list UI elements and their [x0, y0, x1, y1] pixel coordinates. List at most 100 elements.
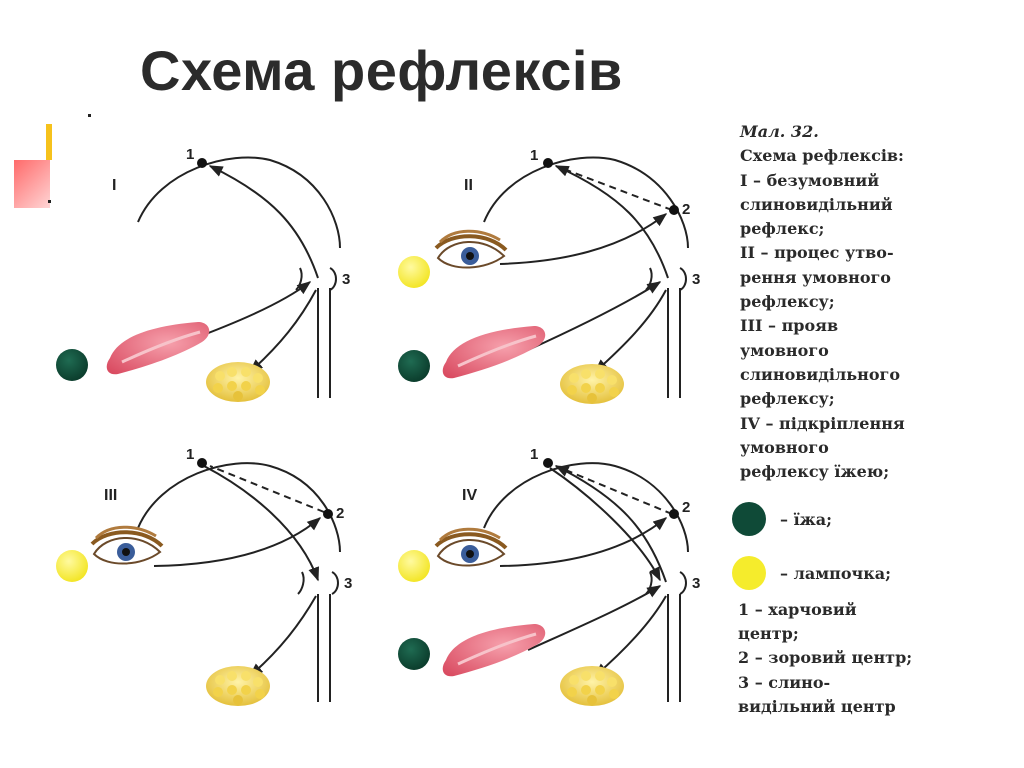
spinal-cord: [317, 288, 331, 398]
slide-accent-bar: [46, 124, 52, 160]
bracket: [297, 571, 305, 595]
efferent-nerve: [248, 595, 317, 677]
caption-line: II – процес утво-: [740, 243, 894, 263]
definition-line: 1 – харчовий: [738, 600, 857, 619]
eye-icon: [90, 525, 164, 566]
node-label-3: 3: [342, 271, 350, 288]
salivary-gland-icon: [560, 666, 624, 706]
brain-arc: [137, 462, 341, 553]
salivary-gland-icon: [206, 666, 270, 706]
panel-IV: IV 1 2 3: [398, 446, 700, 706]
temporary-connection: [555, 165, 673, 211]
node-label-3: 3: [692, 575, 700, 592]
optic-nerve: [499, 517, 668, 567]
visual-center-node: [323, 509, 333, 519]
panel-label-II: II: [464, 177, 473, 194]
visual-center-node: [669, 205, 679, 215]
food-center-efferent: [203, 465, 319, 582]
eye-icon: [434, 229, 508, 270]
caption-line: Схема рефлексів:: [740, 146, 904, 166]
caption-line: рефлексу;: [740, 292, 835, 312]
center-definitions: 1 – харчовий центр; 2 – зоровий центр; 3…: [738, 598, 912, 719]
caption-line: умовного: [740, 437, 829, 457]
efferent-nerve: [248, 289, 317, 373]
caption-line: слиновидільного: [740, 364, 900, 384]
slide-accent-block: [14, 160, 50, 208]
food-icon: [398, 638, 430, 670]
tongue-icon: [105, 320, 211, 376]
bracket: [331, 571, 339, 595]
caption-line: рення умовного: [740, 267, 891, 287]
efferent-nerve: [593, 595, 667, 677]
page-title: Схема рефлексів: [140, 39, 623, 102]
legend-food-label: – їжа;: [780, 509, 833, 529]
panel-III: III 1 2 3: [56, 446, 352, 706]
node-label-2: 2: [682, 499, 690, 516]
lamp-icon: [56, 550, 88, 582]
food-center-node: [197, 458, 207, 468]
caption-line: IV – підкріплення: [740, 413, 905, 433]
optic-nerve: [153, 517, 322, 567]
caption-line: рефлекс;: [740, 219, 825, 239]
afferent-nerve: [554, 465, 667, 583]
panel-II: II 1 2 3: [398, 147, 700, 404]
panel-label-I: I: [112, 177, 116, 194]
slide-dot: [88, 114, 91, 117]
node-label-1: 1: [186, 446, 194, 463]
bracket: [679, 267, 687, 291]
figure-caption: Мал. 32. Схема рефлексів: I – безумовний…: [740, 120, 1010, 484]
node-label-2: 2: [682, 201, 690, 218]
salivary-gland-icon: [206, 362, 270, 402]
spinal-cord: [667, 288, 681, 398]
optic-nerve: [499, 213, 668, 265]
definition-line: центр;: [738, 624, 799, 644]
legend-lamp: – лампочка;: [732, 556, 1012, 590]
caption-line: рефлексу;: [740, 389, 835, 409]
definition-line: видільний центр: [738, 696, 896, 716]
spinal-cord: [667, 594, 681, 702]
lamp-icon: [398, 256, 430, 288]
spinal-cord: [317, 594, 331, 702]
node-label-1: 1: [186, 146, 194, 163]
tongue-nerve: [527, 281, 662, 351]
brain-arc: [483, 462, 689, 553]
bracket: [295, 267, 303, 291]
food-center-node: [543, 458, 553, 468]
brain-arc: [137, 156, 341, 249]
food-icon: [398, 350, 430, 382]
panel-label-IV: IV: [462, 487, 477, 504]
bracket: [329, 267, 337, 291]
afferent-nerve: [208, 165, 319, 279]
food-center-node: [543, 158, 553, 168]
salivary-gland-icon: [560, 364, 624, 404]
node-label-1: 1: [530, 147, 538, 164]
legend-lamp-label: – лампочка;: [780, 563, 892, 583]
temporary-connection: [555, 465, 673, 515]
node-label-3: 3: [692, 271, 700, 288]
afferent-nerve: [554, 165, 669, 279]
panel-I: I 1 3: [56, 146, 350, 402]
caption-line: рефлексу їжею;: [740, 462, 890, 482]
caption-line: слиновидільний: [740, 194, 893, 214]
node-label-1: 1: [530, 446, 538, 463]
definition-line: 2 – зоровий центр;: [738, 648, 913, 668]
legend-food: – їжа;: [732, 502, 1012, 536]
panel-label-III: III: [104, 487, 117, 504]
caption-line: III – прояв: [740, 316, 839, 336]
caption-line: I – безумовний: [740, 170, 880, 190]
lamp-icon: [732, 556, 766, 590]
tongue-icon: [441, 324, 547, 380]
lamp-icon: [398, 550, 430, 582]
node-label-3: 3: [344, 575, 352, 592]
efferent-nerve: [593, 289, 667, 373]
definition-line: 3 – слино-: [738, 672, 831, 692]
caption-line: умовного: [740, 340, 829, 360]
figure-number: Мал. 32.: [740, 122, 819, 141]
food-icon: [732, 502, 766, 536]
eye-icon: [434, 527, 508, 568]
food-center-efferent: [549, 467, 661, 582]
visual-center-node: [669, 509, 679, 519]
slide-dot: [48, 200, 51, 203]
food-icon: [56, 349, 88, 381]
